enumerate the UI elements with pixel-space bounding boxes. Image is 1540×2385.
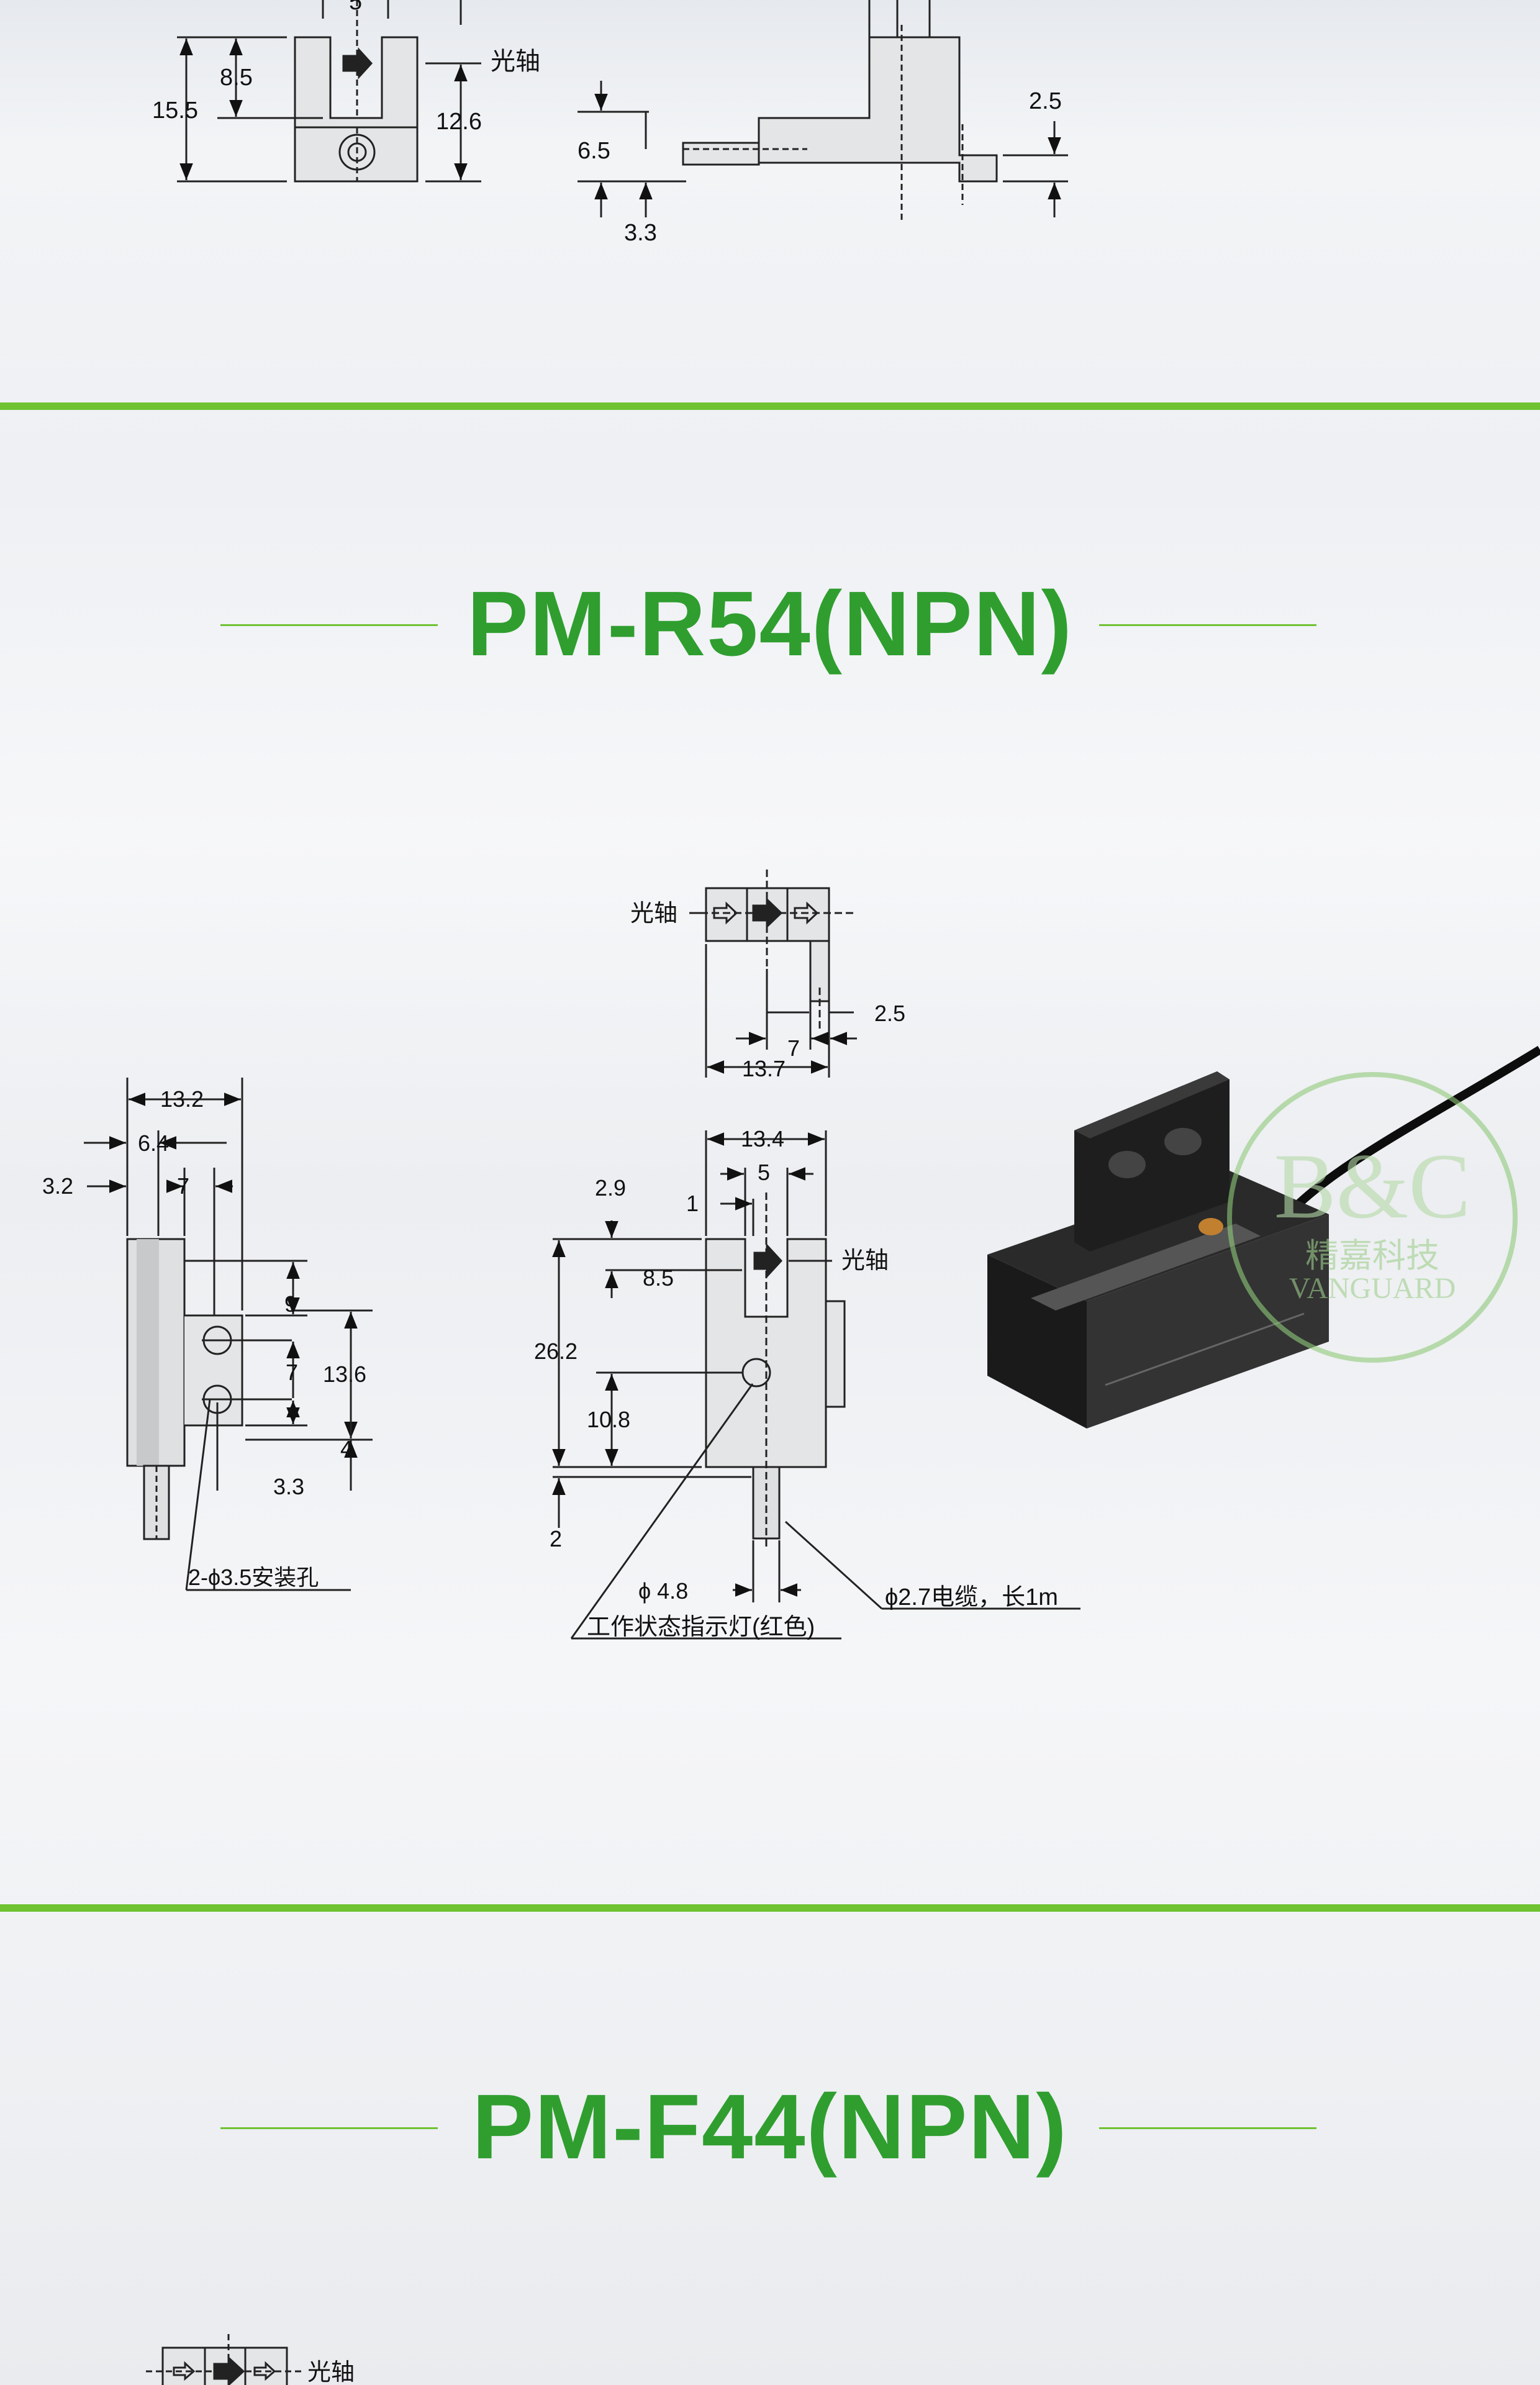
dim-label: 2 xyxy=(550,1526,562,1551)
section-title: PM-F44(NPN) xyxy=(472,2076,1068,2178)
section-divider-1 xyxy=(0,402,1540,410)
brand-watermark: B&C 精嘉科技 VANGUARD xyxy=(1227,1072,1518,1363)
title-rule-left xyxy=(220,624,438,626)
watermark-en: VANGUARD xyxy=(1289,1272,1456,1305)
dim-label: 3.3 xyxy=(624,220,657,246)
title-rule-right xyxy=(1099,624,1316,626)
title-rule-right xyxy=(1099,2127,1316,2129)
product-photo xyxy=(987,1046,1540,1429)
dim-label: 7 xyxy=(286,1360,298,1385)
watermark-cn: 精嘉科技 xyxy=(1305,1237,1439,1274)
dim-label: ϕ 4.8 xyxy=(638,1578,688,1604)
r54-top-view xyxy=(689,870,857,1078)
dim-label: 8.5 xyxy=(643,1265,674,1291)
dim-label: 6.5 xyxy=(578,138,610,164)
dim-label: 2.5 xyxy=(1029,88,1062,114)
dim-label: 13.7 xyxy=(742,1056,786,1081)
r54-side-view-labels: 13.2 6.4 3.2 7 9 7 13.6 4 3.3 2-ϕ3.5安装孔 xyxy=(42,1086,366,1590)
dim-label: 12.6 xyxy=(436,109,482,135)
dim-label: 4 xyxy=(340,1436,353,1461)
dim-label: 10.8 xyxy=(587,1407,630,1432)
section-title: PM-R54(NPN) xyxy=(467,573,1073,675)
dim-label: 13.2 xyxy=(160,1086,204,1112)
dim-label: 7 xyxy=(787,1035,800,1061)
top-dimension-labels: 5 8.5 15.5 12.6 2.5 6.5 3.3 光轴 xyxy=(152,0,1062,246)
top-dimension-drawing xyxy=(177,0,1068,224)
dim-label: 13.4 xyxy=(741,1126,784,1152)
dim-label: 5 xyxy=(758,1160,770,1185)
mounting-hole-note: 2-ϕ3.5安装孔 xyxy=(188,1565,319,1590)
title-rule-left xyxy=(220,2127,438,2129)
watermark-brand: B&C xyxy=(1274,1135,1471,1238)
cable-note: ϕ2.7电缆，长1m xyxy=(885,1584,1058,1610)
dim-label: 7 xyxy=(177,1173,189,1199)
dim-label: 13.6 xyxy=(323,1361,366,1387)
optical-axis-label: 光轴 xyxy=(491,48,540,75)
indicator-note: 工作状态指示灯(红色) xyxy=(587,1614,815,1640)
dim-label: 5 xyxy=(349,0,362,15)
r54-front-view-labels: 13.4 5 2.9 1 8.5 26.2 10.8 2 ϕ 4.8 光轴 工作… xyxy=(534,1126,1058,1640)
r54-side-view xyxy=(84,1078,373,1591)
optical-axis-label: 光轴 xyxy=(630,901,677,927)
dim-label: 6.4 xyxy=(138,1130,169,1156)
r54-top-view-labels: 光轴 2.5 7 13.7 xyxy=(630,901,905,1081)
dim-label: 3.3 xyxy=(273,1474,304,1499)
dim-label: 15.5 xyxy=(152,98,198,124)
dim-label: 2.9 xyxy=(595,1175,626,1201)
dim-label: 26.2 xyxy=(534,1338,578,1364)
section-header-r54: PM-R54(NPN) xyxy=(0,578,1540,671)
optical-axis-label: 光轴 xyxy=(307,2360,355,2385)
f44-top-view-partial xyxy=(146,2334,304,2385)
optical-axis-label: 光轴 xyxy=(841,1248,889,1274)
section-divider-2 xyxy=(0,1904,1540,1912)
section-header-f44: PM-F44(NPN) xyxy=(0,2081,1540,2174)
dim-label: 2.5 xyxy=(874,1001,905,1026)
dim-label: 8.5 xyxy=(220,65,253,91)
dim-label: 1 xyxy=(686,1191,699,1216)
dim-label: 9 xyxy=(284,1291,297,1317)
dim-label: 3.2 xyxy=(42,1173,73,1199)
r54-front-view xyxy=(552,1130,1080,1640)
